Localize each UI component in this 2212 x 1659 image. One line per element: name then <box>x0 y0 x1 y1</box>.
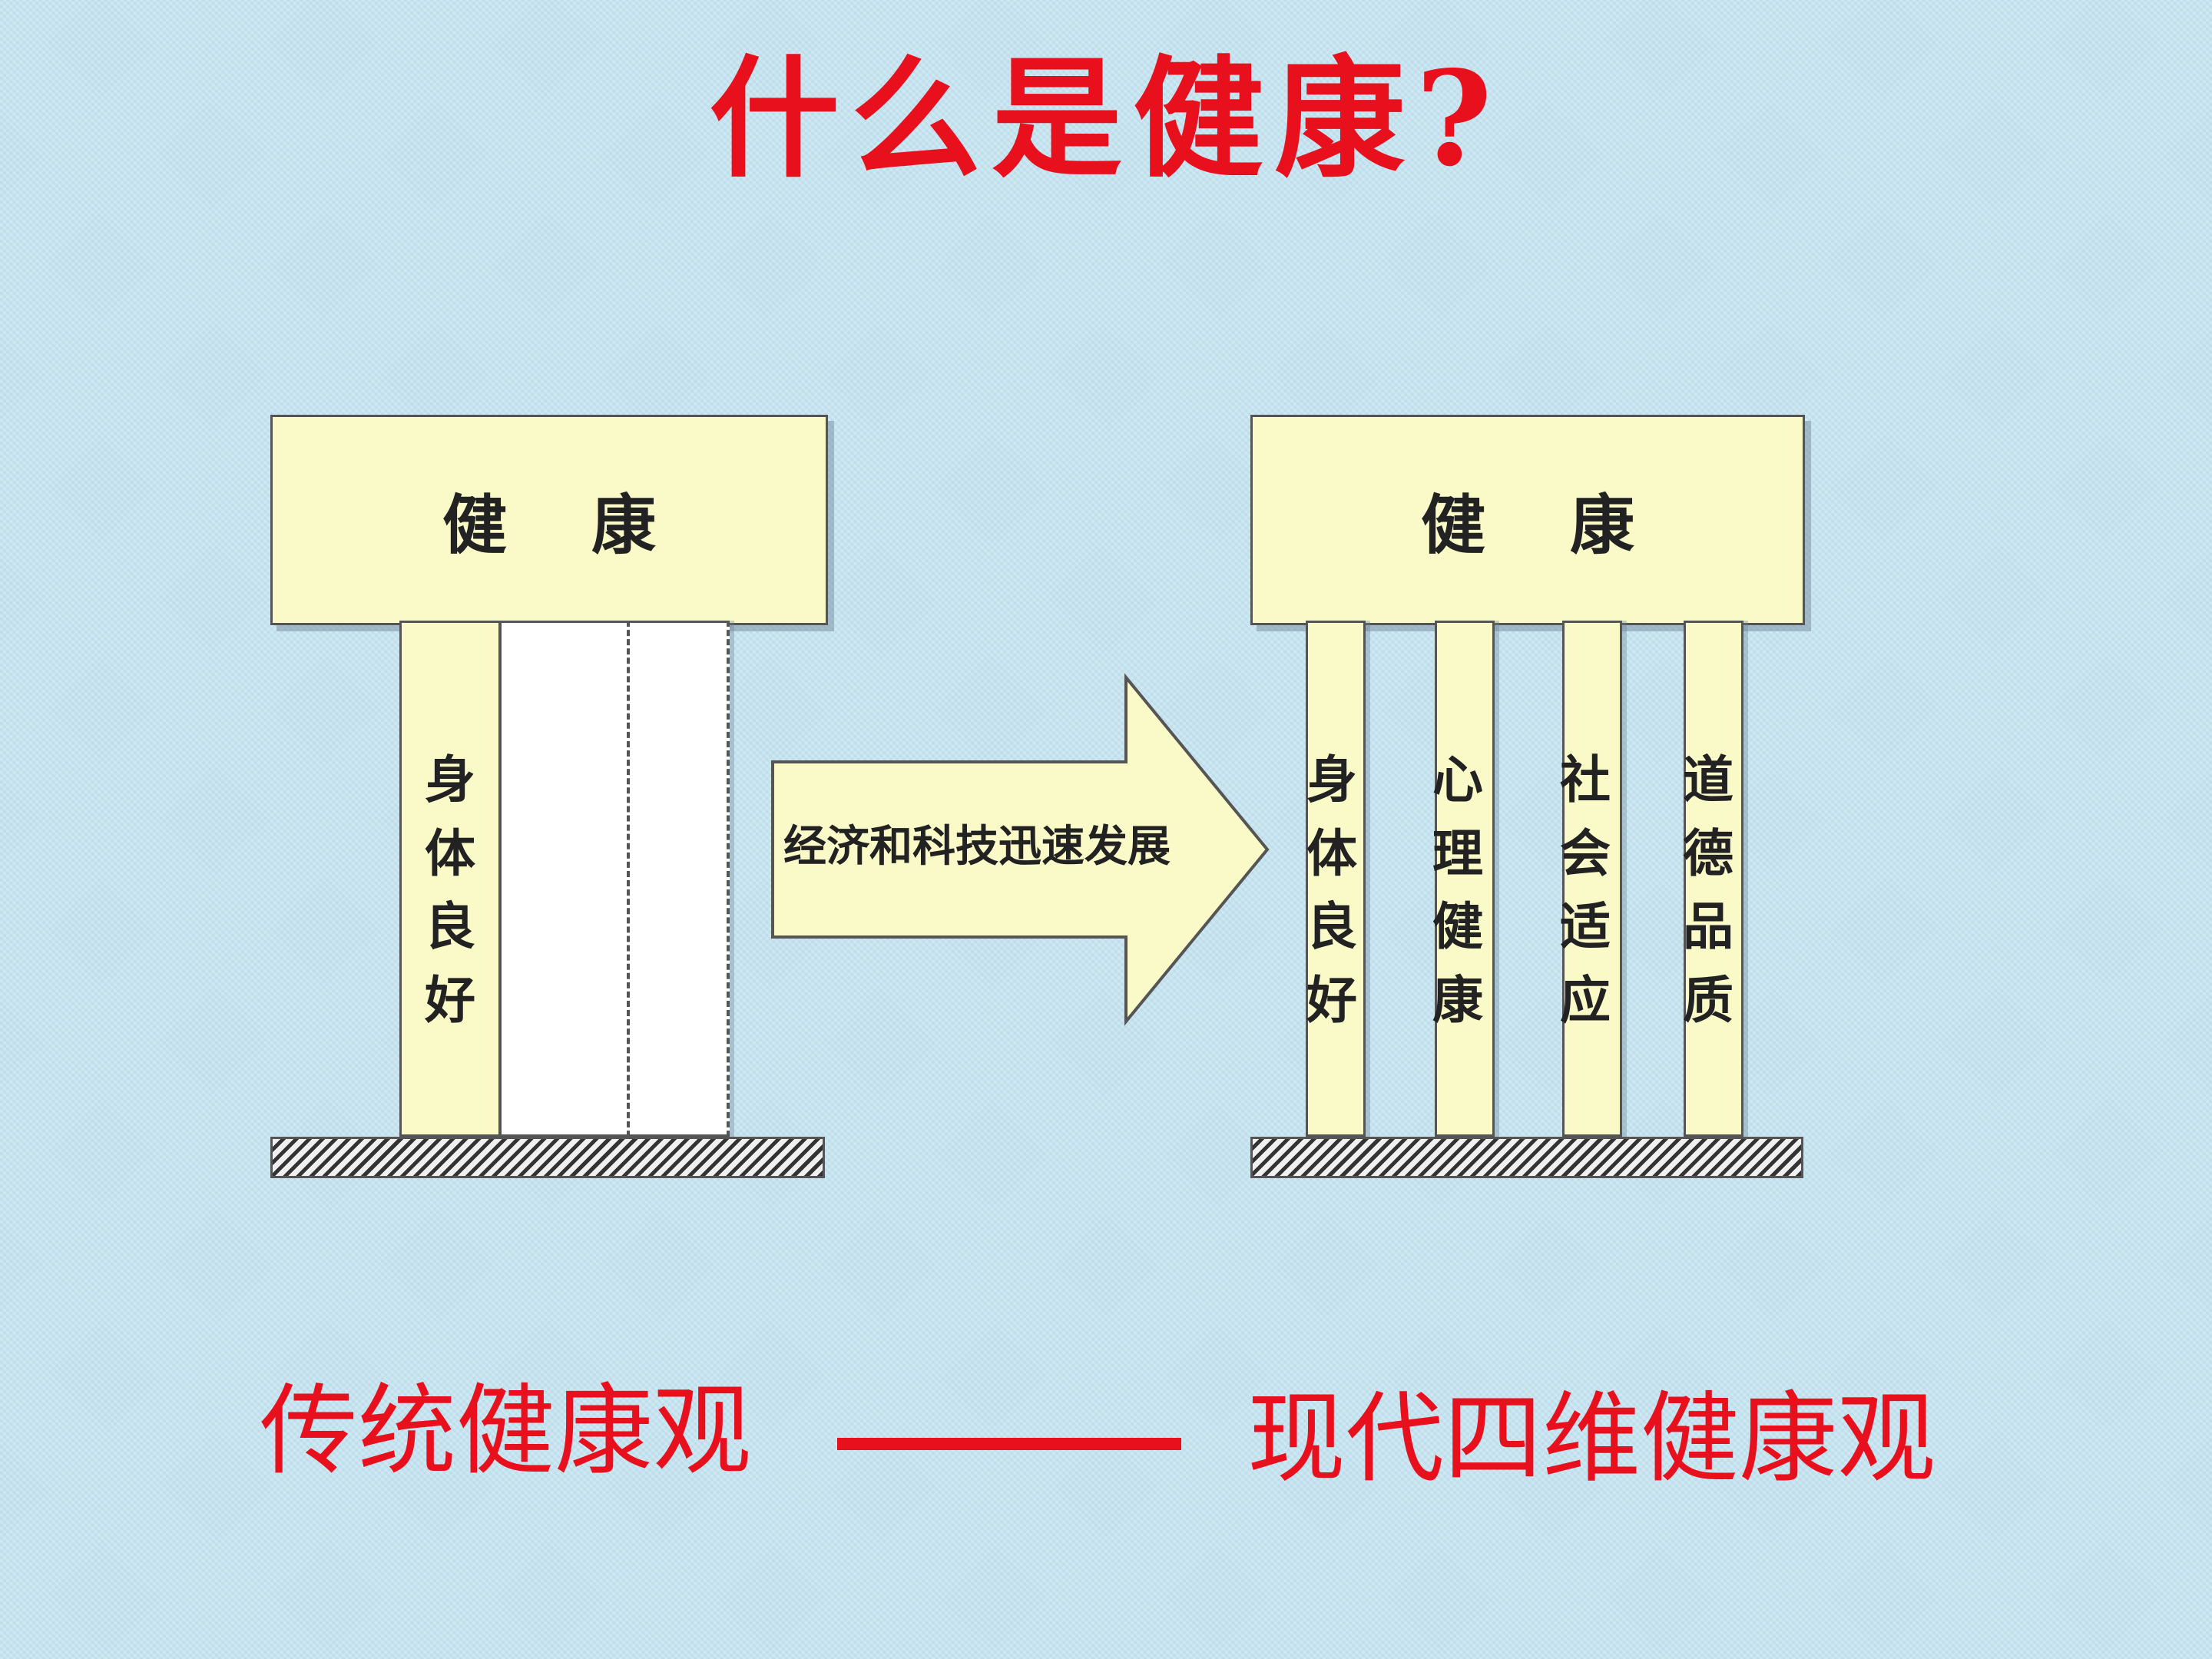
left-beam: 健康 <box>270 415 828 625</box>
right-pillar-label-2: 心 理 健 康 <box>1432 750 1483 1031</box>
left-ground <box>270 1137 825 1178</box>
left-pillar-physical <box>399 621 501 1137</box>
right-beam: 健康 <box>1250 415 1805 625</box>
right-beam-label: 健康 <box>1420 487 1719 563</box>
traditional-health-label: 传统健康观 <box>260 1374 752 1488</box>
arrow-right-icon <box>771 673 1270 1026</box>
connector-dash <box>837 1438 1181 1450</box>
right-pillar-moral <box>1684 621 1743 1137</box>
right-pillar-label-1: 身 体 良 好 <box>1306 750 1357 1031</box>
left-beam-label: 健康 <box>442 487 740 563</box>
arrow-label: 经济和科技迅速发展 <box>783 822 1171 872</box>
right-pillar-label-3: 社 会 适 应 <box>1560 750 1611 1031</box>
right-pillar-physical <box>1306 621 1366 1137</box>
left-dashed-column <box>627 621 730 1137</box>
right-ground <box>1250 1137 1803 1178</box>
page-title: 什么是健康? <box>709 42 1503 196</box>
left-pillar-label: 身 体 良 好 <box>425 750 475 1031</box>
right-pillar-mental <box>1435 621 1495 1137</box>
modern-health-label: 现代四维健康观 <box>1247 1382 1936 1496</box>
left-empty-column <box>499 621 630 1137</box>
right-pillar-label-4: 道 德 品 质 <box>1683 750 1734 1031</box>
right-pillar-social <box>1562 621 1622 1137</box>
